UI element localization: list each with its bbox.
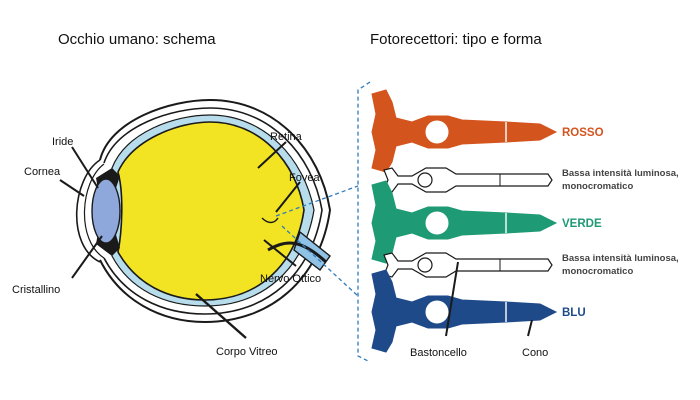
nervo-ottico-pointer	[263, 239, 297, 267]
cornea	[75, 159, 101, 263]
fovea-dip	[261, 217, 279, 224]
lens	[91, 178, 121, 244]
cone-cell: ROSSO	[371, 89, 604, 173]
cone-cell: VERDE	[371, 180, 602, 264]
receptor-label: BLU	[562, 307, 586, 319]
title-left: Occhio umano: schema	[58, 31, 216, 48]
rod-body	[383, 167, 553, 193]
cono-pointer	[527, 319, 533, 337]
zoom-line-upper	[275, 185, 359, 217]
sclera-inner	[103, 107, 323, 315]
label-cono: Cono	[522, 347, 548, 359]
zoom-connectors	[275, 81, 371, 363]
corpo-vitreo-pointer	[195, 293, 247, 339]
title-right: Fotorecettori: tipo e forma	[370, 31, 542, 48]
cone-body	[371, 89, 558, 173]
rod-cell: Bassa intensità luminosa, monocromatico	[383, 252, 679, 278]
photoreceptor-list: ROSSO Bassa intensità luminosa, monocromat…	[371, 89, 679, 353]
cone-body	[371, 269, 558, 353]
rod-nucleus	[417, 172, 433, 188]
cristallino-pointer	[71, 235, 103, 279]
vitreous-body	[117, 121, 305, 301]
cornea-inner	[83, 163, 105, 259]
label-nervo-ottico: Nervo Ottico	[260, 273, 321, 285]
cone-nucleus	[425, 211, 449, 235]
fovea-pointer	[275, 181, 301, 213]
zoom-bracket	[357, 81, 371, 363]
label-cornea: Cornea	[24, 166, 61, 178]
label-bastoncello: Bastoncello	[410, 347, 467, 359]
sclera-outer	[99, 98, 332, 324]
receptor-label-line2: monocromatico	[562, 266, 633, 277]
rod-cell: Bassa intensità luminosa, monocromatico	[383, 167, 679, 193]
cone-nucleus	[425, 300, 449, 324]
bastoncello-pointer	[445, 261, 459, 337]
cone-cell: BLU	[371, 269, 586, 353]
cone-body	[371, 180, 558, 264]
receptor-label: VERDE	[562, 218, 602, 230]
rod-body	[383, 252, 553, 278]
retina-pointer	[257, 141, 287, 169]
receptor-label: Bassa intensità luminosa,	[562, 168, 679, 179]
receptor-label: Bassa intensità luminosa,	[562, 253, 679, 264]
label-fovea: Fovea	[289, 172, 320, 184]
cone-nucleus	[425, 120, 449, 144]
cornea-pointer	[59, 179, 85, 197]
label-corpo-vitreo: Corpo Vitreo	[216, 346, 278, 358]
iride-pointer	[71, 146, 99, 189]
zoom-line-lower	[281, 225, 359, 297]
eye-diagram: Iride Cornea Cristallino Retina Fovea Ne…	[12, 98, 332, 358]
label-cristallino: Cristallino	[12, 284, 60, 296]
rod-nucleus	[417, 257, 433, 273]
receptor-label-line2: monocromatico	[562, 181, 633, 192]
label-retina: Retina	[270, 131, 303, 143]
receptor-label: ROSSO	[562, 127, 604, 139]
label-iride: Iride	[52, 136, 73, 148]
